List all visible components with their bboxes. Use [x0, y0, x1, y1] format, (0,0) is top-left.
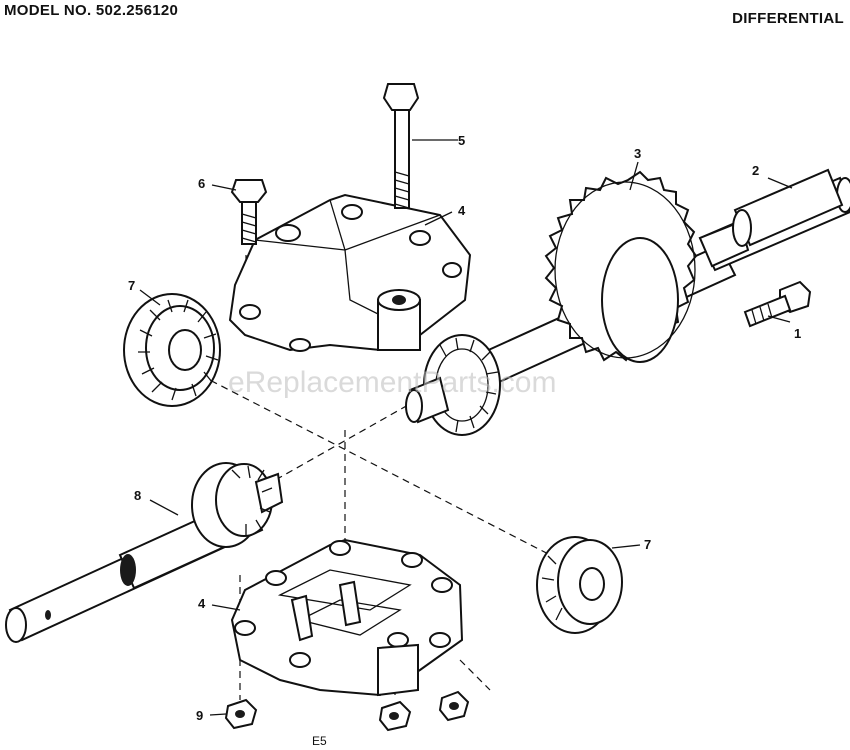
- nut-9-left: [224, 698, 258, 730]
- callout-5: 5: [458, 133, 465, 148]
- callout-3: 3: [634, 146, 641, 161]
- leader-lines: [139, 139, 793, 716]
- callout-1: 1: [794, 326, 801, 341]
- callout-4-lower: 4: [198, 596, 206, 611]
- callout-8: 8: [134, 488, 141, 503]
- axle-tube-2: [732, 168, 844, 247]
- nut-9-right: [438, 690, 470, 722]
- page-code: E5: [312, 734, 327, 748]
- bevel-gear-center: [405, 334, 501, 436]
- housing-upper: [228, 193, 472, 352]
- watermark: eReplacementParts.com: [228, 366, 556, 399]
- callout-6: 6: [198, 176, 205, 191]
- sprocket: [544, 170, 698, 363]
- callout-7-upper: 7: [128, 278, 135, 293]
- bolt-6: [230, 179, 268, 245]
- callout-2: 2: [752, 163, 759, 178]
- nut-9-middle: [378, 700, 412, 732]
- section-title: DIFFERENTIAL: [732, 10, 844, 27]
- housing-lower: [230, 538, 464, 697]
- callout-4-upper: 4: [458, 203, 466, 218]
- bolt-1: [743, 280, 812, 328]
- bevel-gear-7-upper: [123, 293, 221, 407]
- callout-9: 9: [196, 708, 203, 723]
- callout-labels: 1 2 3 4 5 6 7 8 7 4 9: [128, 133, 801, 723]
- bevel-gear-7-lower: [536, 536, 623, 634]
- bolt-5: [382, 83, 420, 209]
- model-number: MODEL NO. 502.256120: [4, 2, 179, 19]
- callout-7-lower: 7: [644, 537, 651, 552]
- gear-on-shaft-8: [191, 462, 284, 548]
